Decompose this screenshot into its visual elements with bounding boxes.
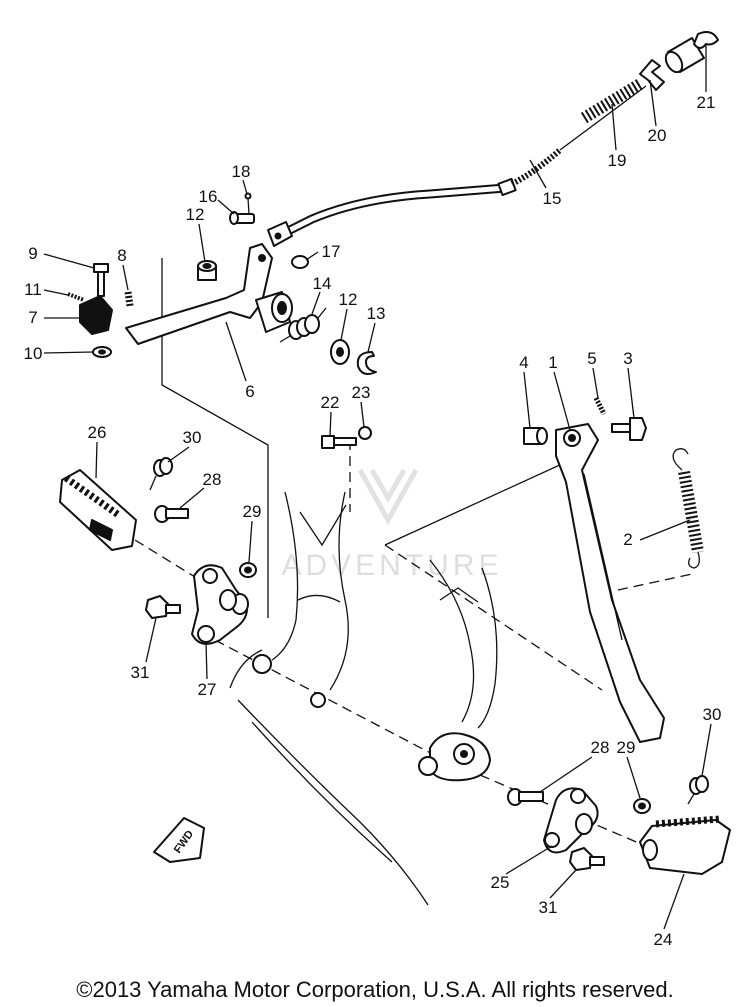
nut-29-right [633, 798, 651, 814]
callout-22: 22 [321, 393, 340, 412]
bolt-31-right [569, 847, 605, 871]
callout-6: 6 [245, 382, 254, 401]
spring-2 [672, 448, 704, 569]
callout-7: 7 [28, 308, 37, 327]
callout-23: 23 [352, 383, 371, 402]
copyright-notice: ©2013 Yamaha Motor Corporation, U.S.A. A… [76, 977, 673, 1002]
footrest-26 [59, 469, 137, 551]
callout-31-right: 31 [539, 898, 558, 917]
callout-2: 2 [623, 530, 632, 549]
callout-5: 5 [587, 349, 596, 368]
spacer-4 [523, 427, 548, 445]
callout-1: 1 [548, 353, 557, 372]
adjuster-nut-20 [639, 59, 665, 91]
footrest-24 [639, 815, 731, 875]
callouts: 21 20 19 15 18 16 12 17 9 8 11 7 10 14 1… [24, 93, 722, 949]
adjuster-21 [664, 31, 719, 74]
callout-28-left: 28 [203, 470, 222, 489]
watermark: ADVENTURE [281, 468, 502, 582]
callout-16: 16 [199, 187, 218, 206]
spring-19 [580, 78, 644, 124]
spring-8 [124, 291, 134, 307]
bracket-25 [543, 787, 599, 854]
leader-lines [43, 44, 712, 930]
pin-11 [67, 292, 85, 302]
spring-pin-5 [593, 396, 607, 416]
callout-19: 19 [608, 151, 627, 170]
callout-8: 8 [117, 246, 126, 265]
callout-13: 13 [367, 304, 386, 323]
callout-25: 25 [491, 873, 510, 892]
watermark-text: ADVENTURE [281, 549, 502, 582]
bushing-12-upper [197, 260, 217, 281]
callout-29-right: 29 [617, 738, 636, 757]
spring-30-right [687, 775, 709, 805]
callout-28-right: 28 [591, 738, 610, 757]
callout-11: 11 [24, 280, 42, 299]
washer-10 [92, 346, 112, 358]
callout-15: 15 [543, 189, 562, 208]
spring-30-left [149, 457, 173, 491]
circlip-13 [356, 351, 377, 375]
callout-21: 21 [697, 93, 716, 112]
callout-27: 27 [198, 680, 217, 699]
brake-cable-15 [267, 85, 647, 247]
callout-12-upper: 12 [186, 205, 205, 224]
callout-24: 24 [654, 930, 673, 949]
bolt-31-left [145, 595, 181, 619]
brake-pedal-6 [125, 243, 293, 345]
clevis-pin-16 [229, 211, 255, 225]
clip-7 [79, 295, 113, 335]
spring-14 [279, 307, 327, 343]
callout-14: 14 [313, 274, 332, 293]
frame [229, 491, 498, 906]
fwd-arrow-marker: FWD [153, 817, 205, 863]
callout-30-left: 30 [183, 428, 202, 447]
callout-30-right: 30 [703, 705, 722, 724]
kickstand-1 [555, 423, 665, 743]
bolt-22 [321, 435, 357, 449]
callout-31-left: 31 [131, 663, 150, 682]
nut-23 [358, 426, 372, 440]
callout-17: 17 [322, 242, 341, 261]
callout-29-left: 29 [243, 502, 262, 521]
bolt-3 [611, 417, 647, 441]
callout-20: 20 [648, 126, 667, 145]
callout-4: 4 [519, 353, 528, 372]
callout-26: 26 [88, 423, 107, 442]
cotter-pin-18 [244, 192, 252, 215]
callout-18: 18 [232, 162, 251, 181]
bracket-27 [191, 564, 249, 645]
nut-17 [291, 255, 309, 269]
callout-3: 3 [623, 349, 632, 368]
bolt-28-right [507, 788, 544, 806]
bolt-28-left [154, 505, 189, 523]
callout-12-lower: 12 [339, 290, 358, 309]
nut-29-left [239, 562, 257, 578]
bolt-9 [93, 263, 109, 297]
callout-9: 9 [28, 244, 37, 263]
callout-10: 10 [24, 344, 43, 363]
washer-12-lower [330, 339, 350, 365]
